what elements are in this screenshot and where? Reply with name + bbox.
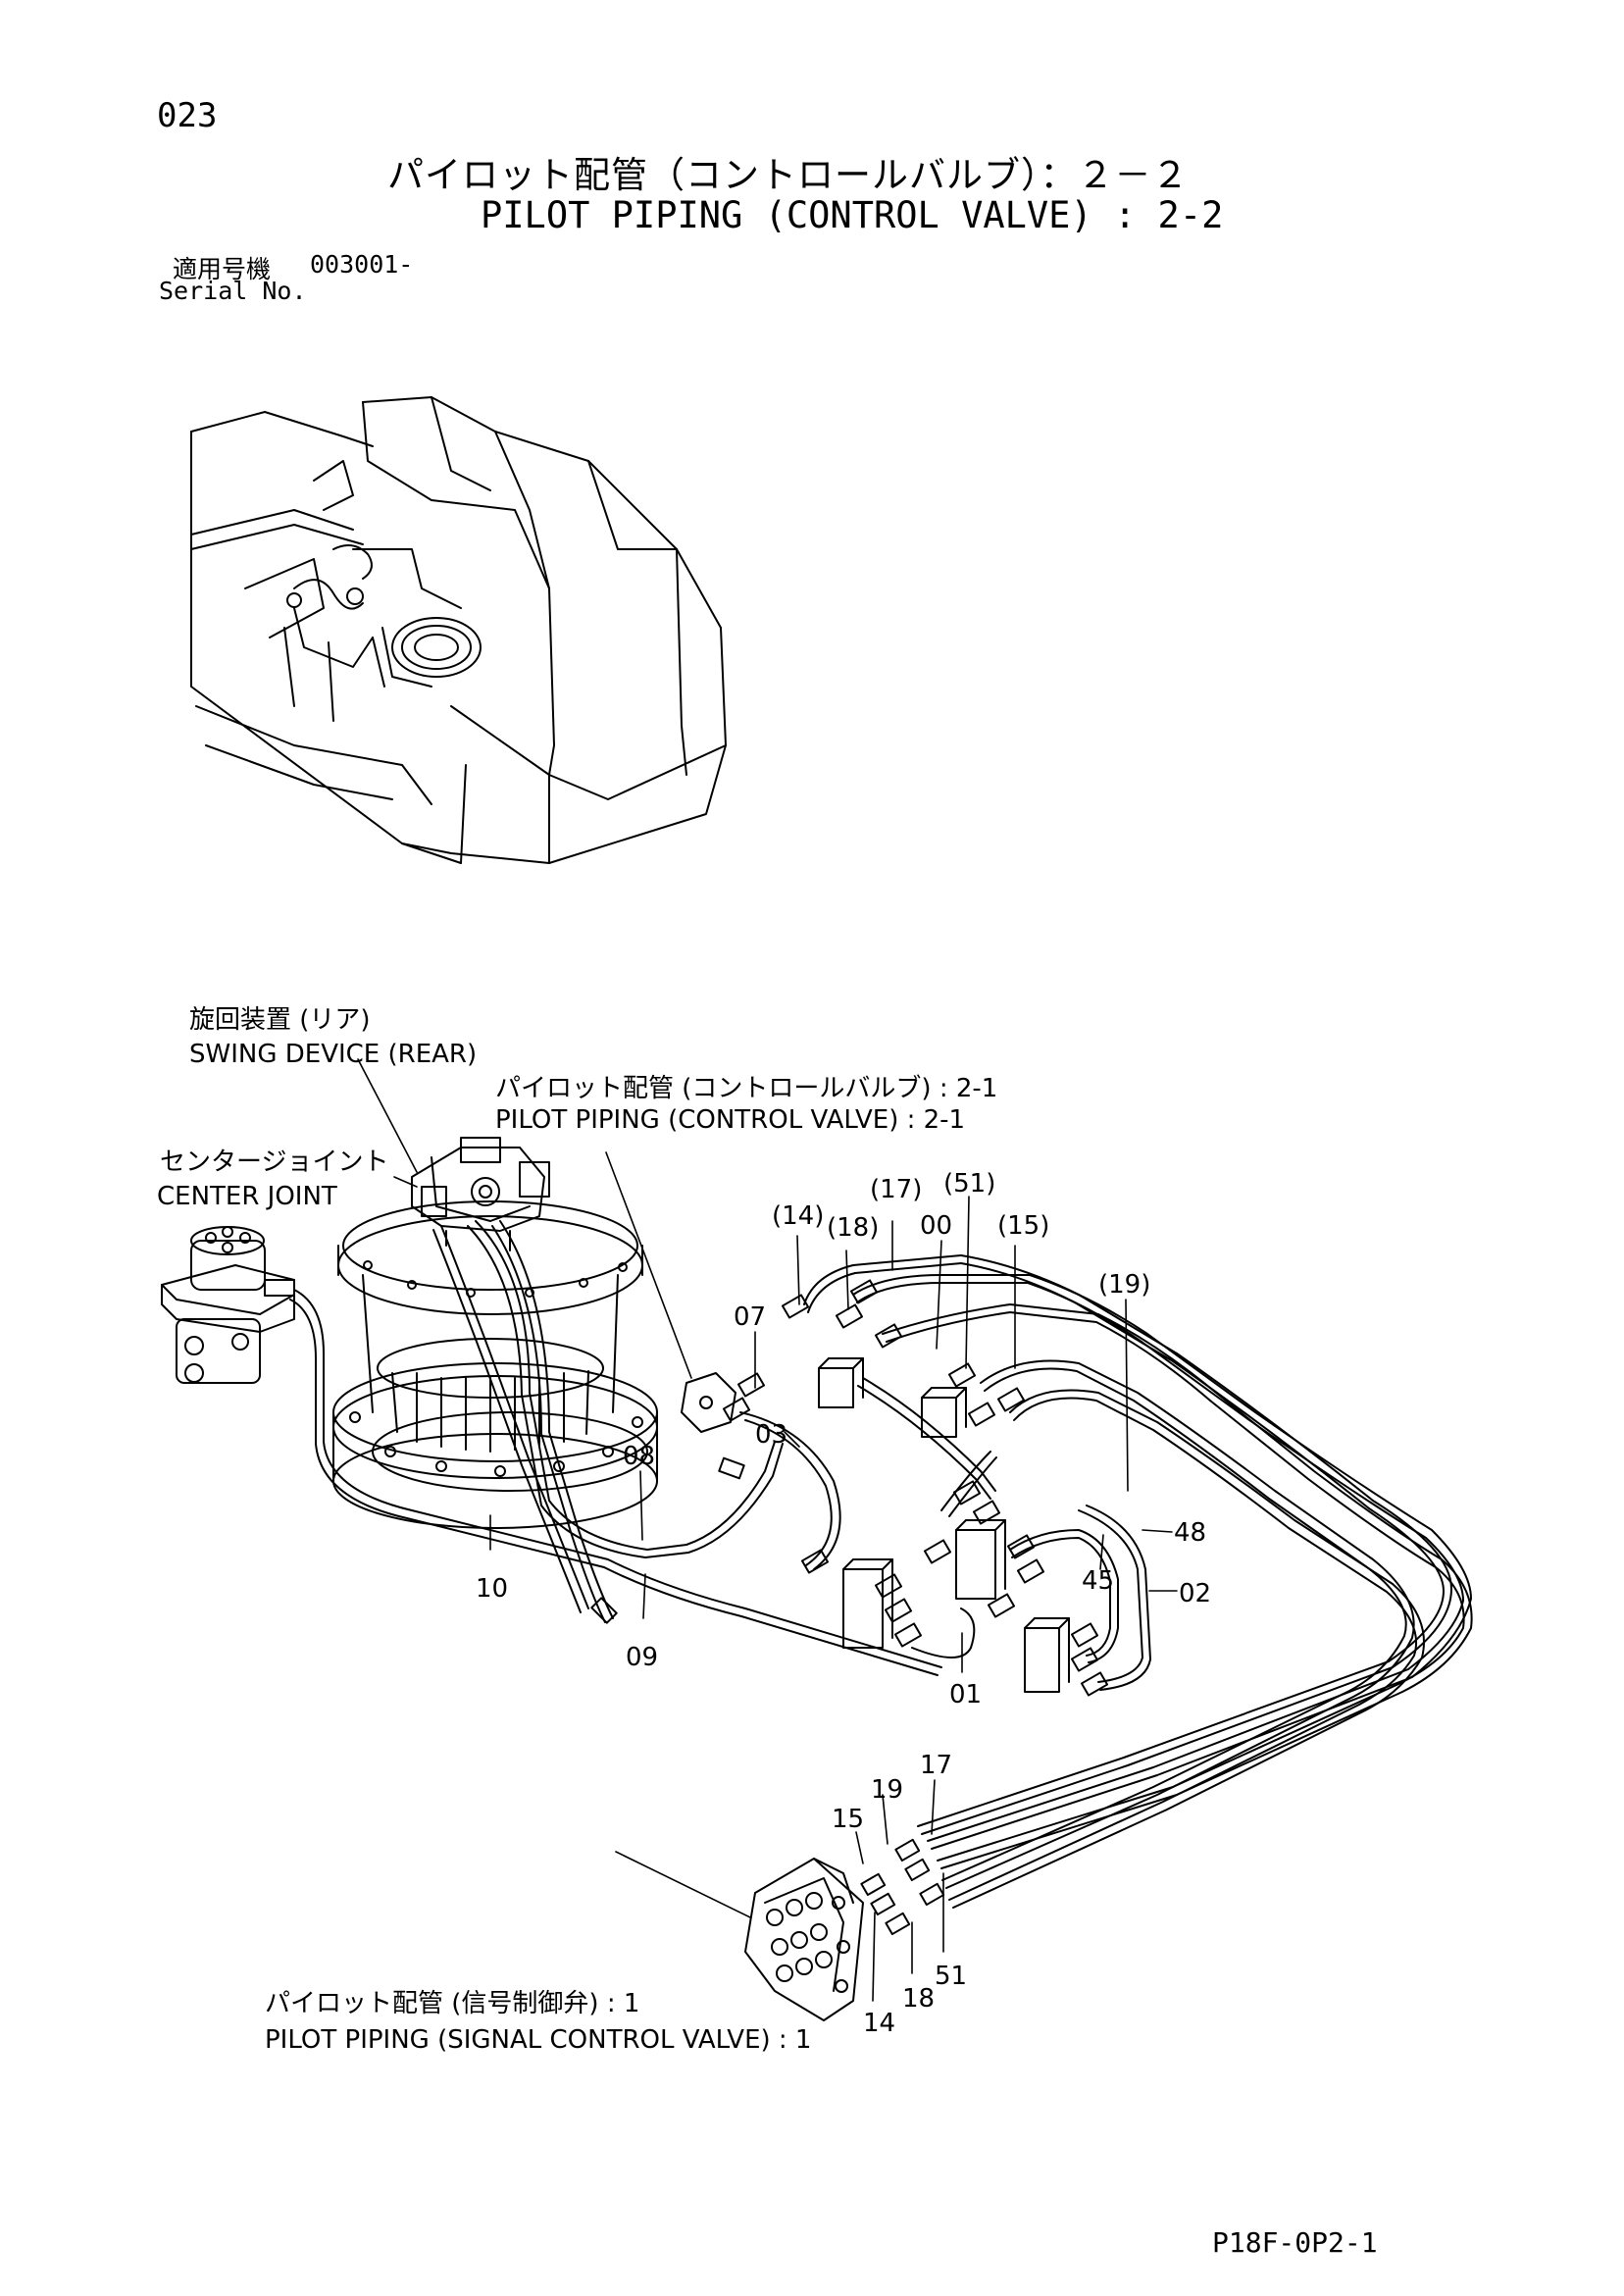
center-joint — [162, 1227, 294, 1383]
pilot-hoses — [290, 1221, 1472, 1908]
part-number-03: 03 — [755, 1420, 788, 1450]
part-number-08: 08 — [623, 1442, 656, 1471]
serial-value: 003001- — [310, 250, 414, 279]
part-number-51a: (51) — [943, 1169, 996, 1199]
swing-device — [333, 1138, 657, 1528]
part-number-19b: 19 — [871, 1775, 904, 1805]
part-number-00: 00 — [920, 1211, 953, 1241]
control-valve-block — [682, 1358, 1069, 1692]
signal-control-valve — [745, 1840, 943, 2020]
part-number-09: 09 — [626, 1643, 659, 1672]
serial-label-jp: 適用号機 — [173, 255, 272, 283]
part-number-51b: 51 — [935, 1962, 968, 1991]
pilot-scv-label-jp: パイロット配管 (信号制御弁) : 1 — [265, 1989, 640, 2018]
center-joint-label-jp: センタージョイント — [160, 1148, 389, 1177]
leader-lines — [358, 1059, 1177, 2001]
part-number-17b: 17 — [920, 1751, 953, 1780]
swing-device-label-jp: 旋回装置 (リア) — [189, 1005, 371, 1035]
part-number-10: 10 — [476, 1574, 509, 1604]
machine-overview — [191, 397, 726, 863]
part-number-45: 45 — [1082, 1566, 1115, 1596]
serial-label-en: Serial No. — [159, 277, 307, 305]
pilot-cv-label-en: PILOT PIPING (CONTROL VALVE) : 2-1 — [495, 1105, 966, 1135]
part-number-18b: 18 — [902, 1984, 936, 2014]
part-number-02: 02 — [1179, 1579, 1212, 1608]
part-number-14b: 14 — [863, 2009, 896, 2038]
swing-device-label-en: SWING DEVICE (REAR) — [189, 1040, 478, 1069]
part-number-15b: 15 — [832, 1805, 865, 1834]
page-number: 023 — [157, 96, 218, 135]
part-number-48: 48 — [1174, 1518, 1207, 1548]
drawing-code: P18F-0P2-1 — [1212, 2226, 1378, 2259]
center-joint-label-en: CENTER JOINT — [157, 1182, 337, 1211]
pilot-cv-label-jp: パイロット配管 (コントロールバルブ) : 2-1 — [495, 1074, 998, 1103]
page-title-jp: パイロット配管（コントロールバルブ）：２－２ — [387, 154, 1190, 196]
part-number-01: 01 — [949, 1680, 983, 1709]
part-number-15a: (15) — [997, 1211, 1050, 1241]
fittings — [591, 1280, 1107, 1695]
pilot-scv-label-en: PILOT PIPING (SIGNAL CONTROL VALVE) : 1 — [265, 2025, 812, 2055]
part-number-07: 07 — [734, 1302, 767, 1332]
part-number-14a: (14) — [772, 1201, 825, 1231]
page-title-en: PILOT PIPING (CONTROL VALVE) : 2-2 — [481, 194, 1224, 236]
part-number-18a: (18) — [827, 1213, 880, 1243]
part-number-19a: (19) — [1098, 1270, 1151, 1300]
part-number-17a: (17) — [870, 1175, 923, 1204]
